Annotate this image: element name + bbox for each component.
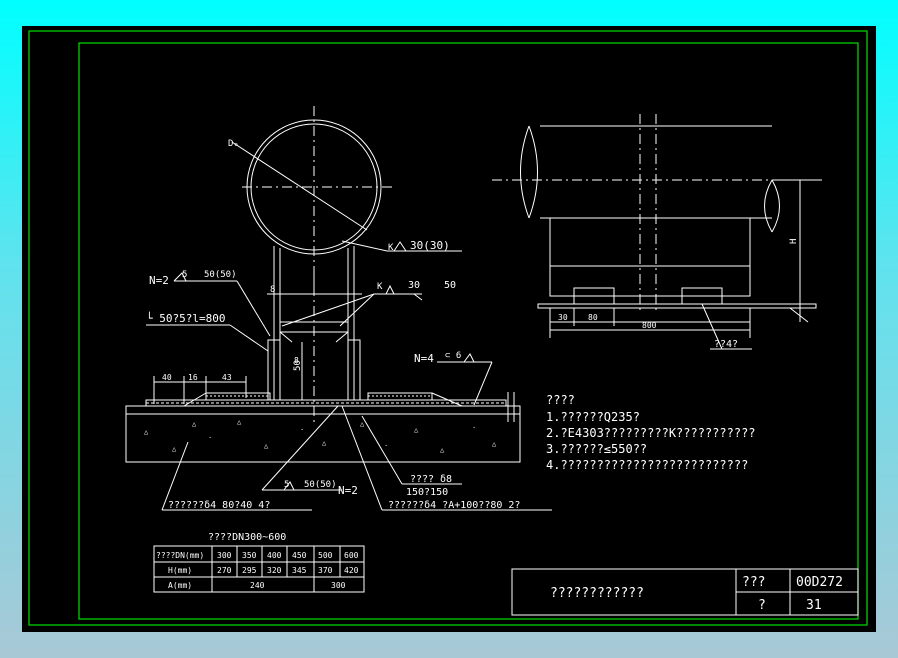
dn-label: Dₒ — [228, 139, 239, 149]
table-cell: 500 — [318, 551, 333, 560]
weld-right-leader-a — [281, 293, 375, 327]
weld-right-leader-b — [339, 293, 375, 327]
svg-text:△: △ — [414, 426, 419, 434]
note-4: 4.?????????????????????????? — [546, 458, 748, 472]
dim-800: 800 — [642, 321, 657, 330]
table-cell: 600 — [344, 551, 359, 560]
weld-k-top-label: K — [388, 243, 394, 253]
table-row-head: H(mm) — [168, 566, 192, 575]
svg-text:.: . — [472, 422, 476, 430]
table-row-head: A(mm) — [168, 581, 192, 590]
concrete-hatch: △ △ . △ △ . △ △ . △ △ . △ △ — [144, 418, 497, 454]
table-cell: 450 — [292, 551, 307, 560]
inner-frame — [78, 42, 859, 620]
dim-50-vertical: 50 — [293, 360, 303, 371]
title-block: ???????????? ??? 00D272 ? 31 — [511, 568, 859, 616]
svg-text:△: △ — [172, 445, 177, 453]
svg-text:.: . — [384, 440, 388, 448]
table-row-head: ????DN(mm) — [156, 551, 204, 560]
drawing-sheet: Dₒ K 30(30) 8 K 30 50 N=2 — [22, 26, 876, 632]
table-cell: 420 — [344, 566, 359, 575]
table-cell: 400 — [267, 551, 282, 560]
svg-text:△: △ — [492, 440, 497, 448]
n2-top-label: N=2 — [149, 274, 169, 287]
table-cell: 370 — [318, 566, 333, 575]
svg-text:△: △ — [264, 442, 269, 450]
weld-size-top: 30(30) — [410, 239, 450, 252]
table-cell: 300 — [217, 551, 232, 560]
leader-right-label: ??????δ4 ?A+100??80 2? — [388, 500, 520, 511]
weld-size-right: 30 — [408, 280, 420, 291]
svg-text:.: . — [300, 424, 304, 432]
angle-spec-label: └ 50?5?l=800 — [146, 311, 225, 325]
note-2: 2.?E4303?????????K??????????? — [546, 426, 756, 440]
weld-leader-top — [341, 240, 388, 252]
side-elevation: H 30 80 800 ??4? — [492, 114, 822, 350]
drawing-name: ???????????? — [550, 586, 644, 601]
svg-text:△: △ — [192, 420, 197, 428]
weld-6-label: ⊂ 6 — [445, 351, 461, 361]
n4-label: N=4 — [414, 352, 434, 365]
dim-50-right: 50 — [444, 280, 456, 291]
dimension-table: ????DN300~600 ????DN(mm) 300 350 400 450… — [153, 532, 365, 593]
dim-8b-text: 8 — [294, 356, 299, 365]
table-cell: 320 — [267, 566, 282, 575]
svg-text:△: △ — [360, 420, 365, 428]
base-rail — [537, 303, 817, 309]
table-cell: 350 — [242, 551, 257, 560]
box-right — [348, 339, 361, 400]
note-1: 1.??????Q235? — [546, 410, 640, 424]
plate-label-2: 150?150 — [406, 487, 448, 498]
dim-30: 30 — [558, 313, 568, 322]
notes: ???? 1.??????Q235? 2.?E4303?????????K???… — [546, 393, 756, 472]
svg-text:.: . — [208, 432, 212, 440]
svg-text:△: △ — [322, 439, 327, 447]
weld-symbol-top — [393, 241, 407, 252]
dim-16: 16 — [188, 373, 198, 382]
table-cell: 345 — [292, 566, 307, 575]
dim-43: 43 — [222, 373, 232, 382]
note-3: 3.??????≤550?? — [546, 442, 647, 456]
table-cell: 300 — [331, 581, 346, 590]
weld-5-top: 5 — [182, 270, 187, 280]
cad-drawing: Dₒ K 30(30) 8 K 30 50 N=2 — [28, 30, 868, 626]
leader-left-label: ??????δ4 80?40 4? — [168, 500, 270, 511]
sheet-number: 31 — [806, 598, 822, 613]
n2-bottom-label: N=2 — [338, 484, 358, 497]
concrete-slab — [125, 405, 521, 463]
size-50-50-top: 50(50) — [204, 270, 237, 280]
plate-label-1b: δ8 — [440, 474, 452, 485]
table-cell: 270 — [217, 566, 232, 575]
dim-80: 80 — [588, 313, 598, 322]
title-label-2: ? — [758, 598, 766, 613]
dim-h: H — [789, 239, 799, 244]
weld-5-bottom: 5 — [284, 480, 289, 490]
drawing-number: 00D272 — [796, 575, 843, 590]
weld-k-right-label: K — [377, 282, 383, 292]
leader-plan-label: ??4? — [714, 339, 738, 350]
table-title: ????DN300~600 — [208, 532, 286, 543]
svg-text:△: △ — [237, 418, 242, 426]
plate-label-1: ???? — [410, 474, 434, 485]
dim-40: 40 — [162, 373, 172, 382]
title-label-1: ??? — [742, 575, 765, 590]
table-cell: 240 — [250, 581, 265, 590]
section-view: Dₒ K 30(30) 8 K 30 50 N=2 — [125, 106, 552, 511]
notes-heading: ???? — [546, 393, 575, 407]
dn-diameter-line — [231, 141, 368, 231]
size-50-50-bottom: 50(50) — [304, 480, 337, 490]
svg-text:△: △ — [144, 428, 149, 436]
box-left — [267, 339, 280, 400]
support-box — [549, 217, 751, 297]
table-cell: 295 — [242, 566, 257, 575]
outer-frame — [28, 30, 868, 626]
dim-8-text: 8 — [270, 285, 275, 295]
svg-text:△: △ — [440, 446, 445, 454]
